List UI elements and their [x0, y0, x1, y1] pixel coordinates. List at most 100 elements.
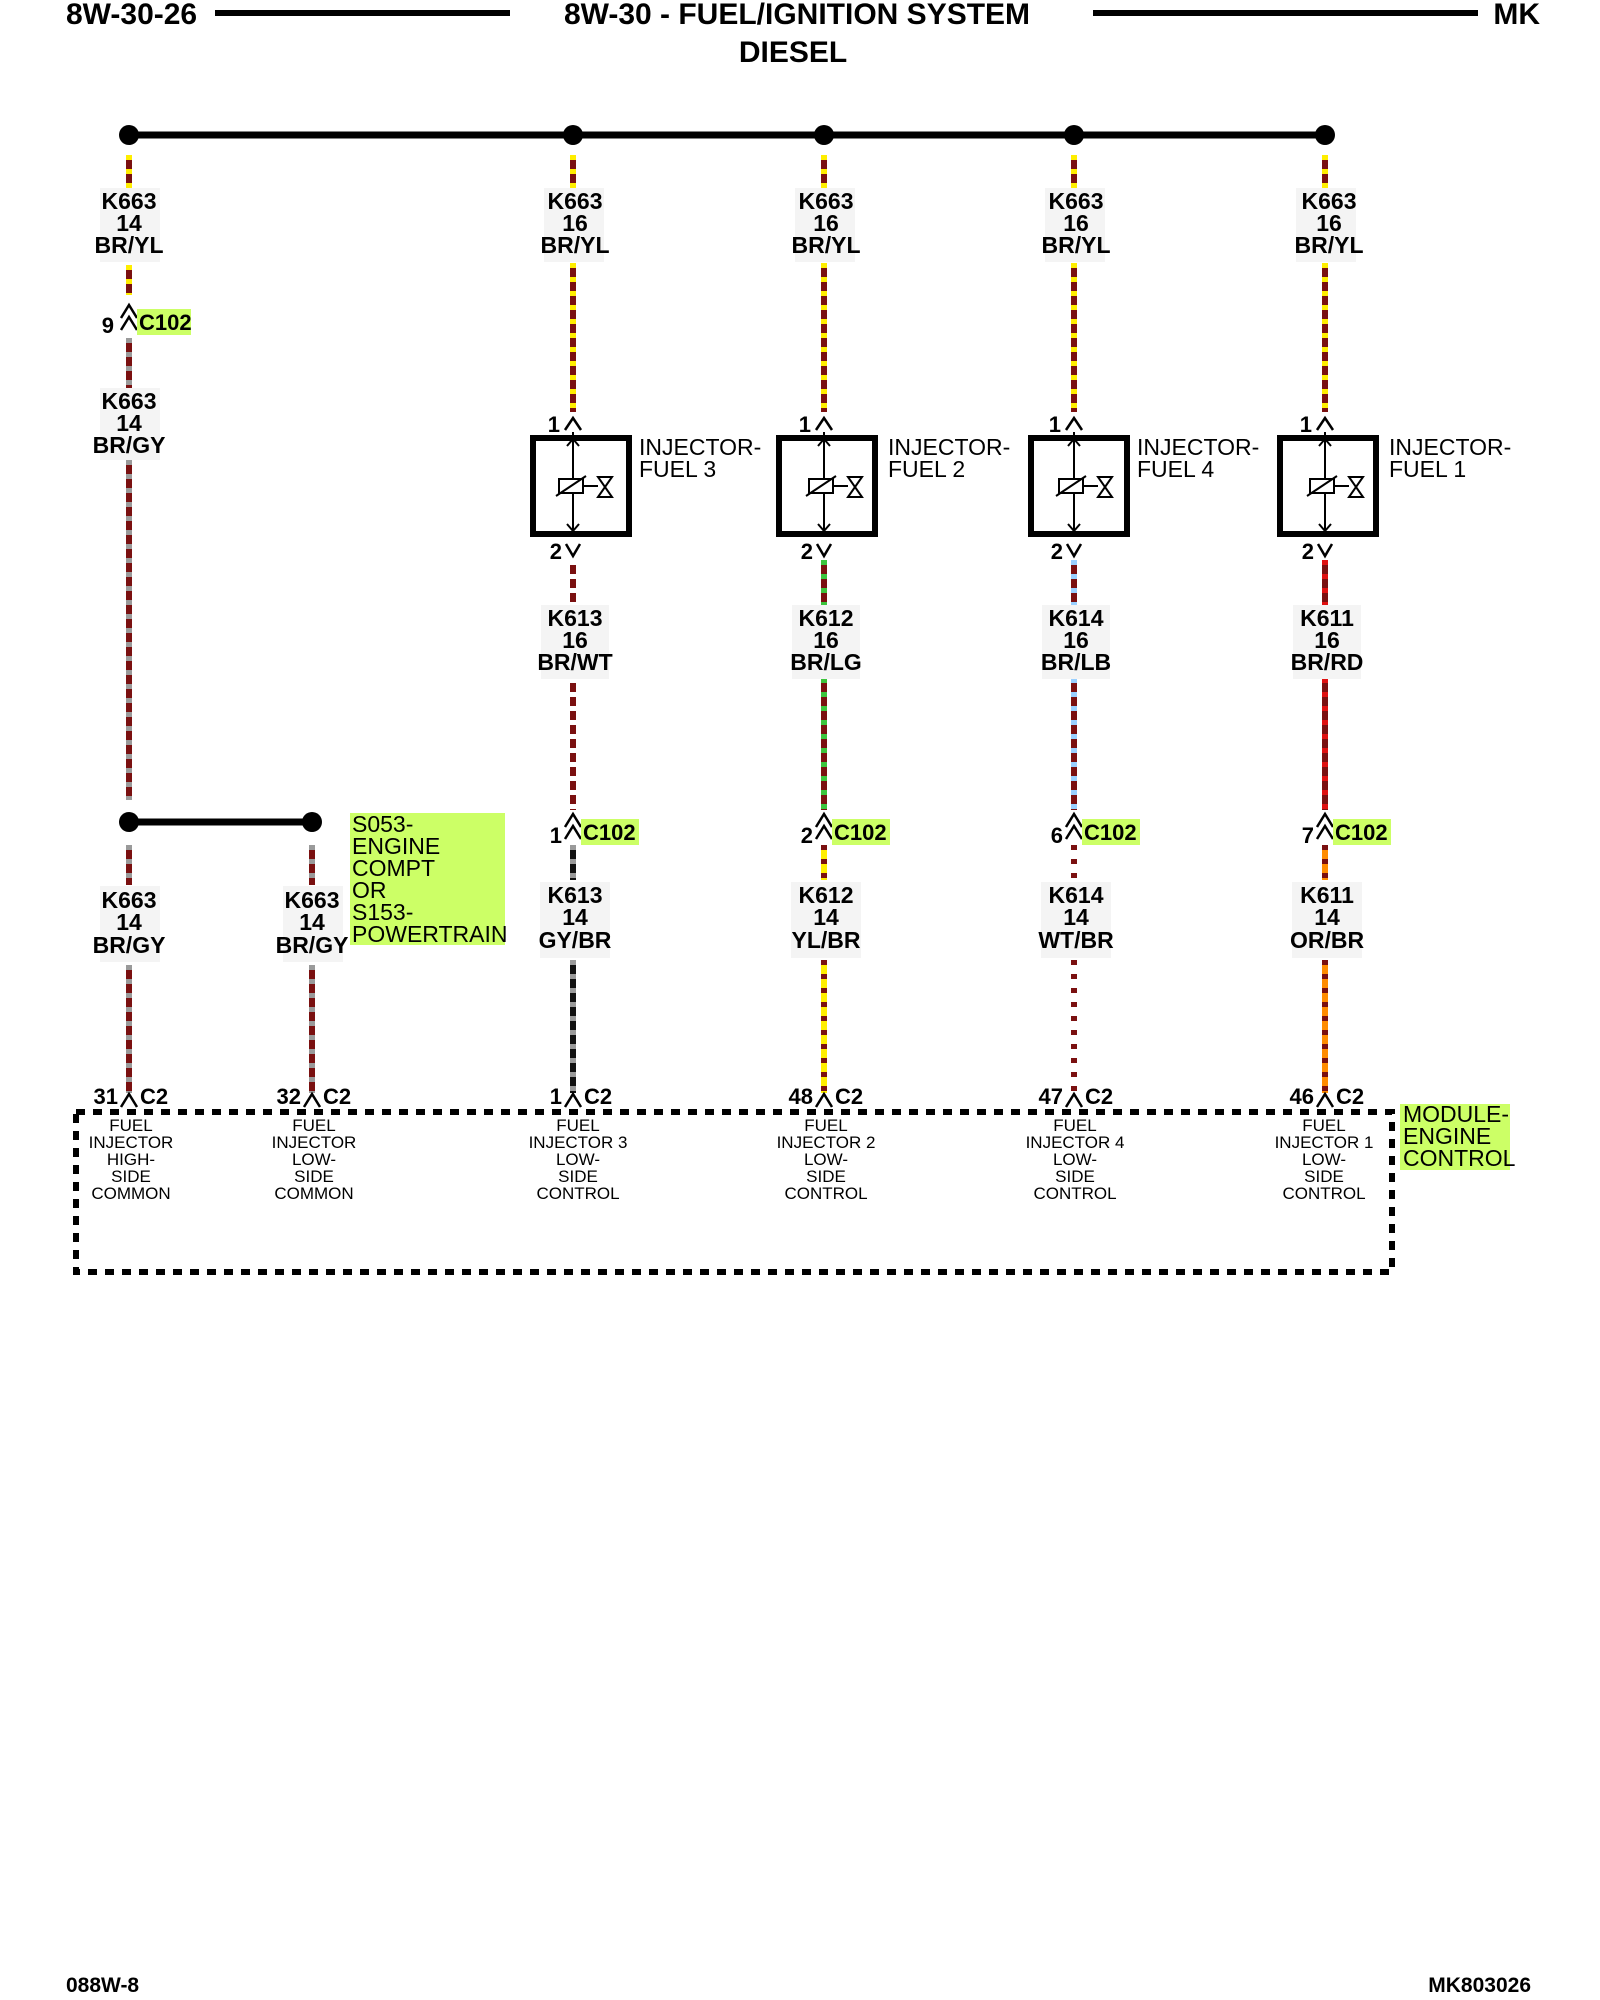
svg-text:OR/BR: OR/BR	[1290, 927, 1365, 953]
injector-fuel-3: 1 2 INJECTOR- FUEL 3	[530, 412, 761, 564]
svg-text:47: 47	[1039, 1084, 1063, 1109]
svg-text:14: 14	[116, 210, 142, 236]
wire-label-feed: K663 16 BR/YL	[1042, 188, 1111, 262]
wire-label-pcm: K613 14 GY/BR	[539, 882, 612, 958]
svg-text:1: 1	[799, 412, 811, 437]
svg-text:16: 16	[1314, 627, 1340, 653]
svg-text:1: 1	[1049, 412, 1061, 437]
svg-text:SIDE: SIDE	[806, 1167, 846, 1186]
diagram-title: 8W-30 - FUEL/IGNITION SYSTEM	[564, 0, 1030, 31]
connector-c102: 7 C102	[1302, 811, 1391, 848]
svg-text:OR: OR	[352, 877, 387, 903]
svg-text:SIDE: SIDE	[111, 1167, 151, 1186]
svg-text:INJECTOR-: INJECTOR-	[639, 434, 761, 460]
page-number: 8W-30-26	[66, 0, 197, 31]
module-label-line: MODULE-	[1403, 1101, 1509, 1127]
svg-text:FUEL: FUEL	[1302, 1116, 1345, 1135]
svg-text:2: 2	[550, 539, 562, 564]
svg-text:1: 1	[1300, 412, 1312, 437]
svg-text:INJECTOR 2: INJECTOR 2	[777, 1133, 876, 1152]
footer-right-code: MK803026	[1428, 1974, 1531, 1997]
svg-text:COMMON: COMMON	[91, 1184, 170, 1203]
svg-text:CONTROL: CONTROL	[1282, 1184, 1365, 1203]
svg-text:INJECTOR 3: INJECTOR 3	[529, 1133, 628, 1152]
svg-text:K614: K614	[1049, 605, 1104, 631]
svg-text:SIDE: SIDE	[558, 1167, 598, 1186]
wire-label-feed: K663 16 BR/YL	[1295, 188, 1364, 262]
svg-text:C2: C2	[1336, 1084, 1364, 1109]
svg-text:1: 1	[550, 1084, 562, 1109]
svg-text:K663: K663	[285, 887, 340, 913]
svg-text:FUEL 2: FUEL 2	[888, 456, 965, 482]
wire-label-k663-branch-a: K663 14 BR/GY	[93, 886, 165, 962]
solenoid-icon	[805, 475, 864, 498]
footer-left-code: 088W-8	[66, 1974, 139, 1997]
svg-text:K613: K613	[548, 605, 603, 631]
svg-text:INJECTOR: INJECTOR	[89, 1133, 174, 1152]
solenoid-icon	[555, 475, 614, 498]
injector-circuit-fuel-1: K663 16 BR/YL 1 2 INJECTOR- FUEL 1	[1275, 155, 1511, 1203]
injector-circuit-fuel-2: K663 16 BR/YL 1 2 INJECTOR- FUEL 2	[776, 155, 1010, 1203]
injector-fuel-4: 1 2 INJECTOR- FUEL 4	[1028, 412, 1259, 564]
svg-text:K663: K663	[799, 188, 854, 214]
svg-text:C2: C2	[584, 1084, 612, 1109]
svg-text:FUEL: FUEL	[292, 1116, 335, 1135]
svg-text:C2: C2	[323, 1084, 351, 1109]
svg-text:K614: K614	[1049, 882, 1104, 908]
svg-text:INJECTOR 4: INJECTOR 4	[1026, 1133, 1125, 1152]
svg-text:CONTROL: CONTROL	[536, 1184, 619, 1203]
svg-text:32: 32	[277, 1084, 301, 1109]
svg-text:HIGH-: HIGH-	[107, 1150, 155, 1169]
engine-control-module: MODULE- ENGINE CONTROL	[73, 1101, 1516, 1275]
svg-text:C2: C2	[1085, 1084, 1113, 1109]
splice-dot	[1064, 125, 1084, 145]
connector-c102: 2 C102	[801, 811, 890, 848]
svg-text:16: 16	[562, 627, 588, 653]
left-circuit: K663 14 BR/YL 9 C102 K663 14 BR/GY K663 …	[89, 155, 507, 1203]
svg-text:16: 16	[562, 210, 588, 236]
injector-box	[530, 435, 632, 537]
svg-text:S053-: S053-	[352, 811, 413, 837]
splice-dot	[119, 812, 139, 832]
splice-dot	[814, 125, 834, 145]
svg-text:BR/LG: BR/LG	[790, 649, 862, 675]
svg-text:16: 16	[813, 210, 839, 236]
svg-text:BR/LB: BR/LB	[1041, 649, 1111, 675]
injector-fuel-1: 1 2 INJECTOR- FUEL 1	[1277, 412, 1511, 564]
svg-text:6: 6	[1051, 823, 1063, 848]
splice-label: S053- ENGINE COMPT OR S153- POWERTRAIN	[350, 811, 507, 947]
svg-text:C102: C102	[139, 310, 192, 335]
svg-text:48: 48	[789, 1084, 813, 1109]
page-header: 8W-30-26 8W-30 - FUEL/IGNITION SYSTEM DI…	[66, 0, 1540, 69]
svg-text:14: 14	[116, 410, 142, 436]
svg-text:COMPT: COMPT	[352, 855, 435, 881]
svg-text:LOW-: LOW-	[1053, 1150, 1097, 1169]
wire-label-out: K614 16 BR/LB	[1041, 605, 1111, 679]
svg-text:C102: C102	[583, 820, 636, 845]
svg-text:BR/GY: BR/GY	[276, 932, 349, 958]
pcm-pin: 46 C2 FUEL INJECTOR 1 LOW- SIDE CONTROL	[1275, 1084, 1374, 1203]
top-bus	[119, 125, 1335, 145]
pcm-pin: 1 C2 FUEL INJECTOR 3 LOW- SIDE CONTROL	[529, 1084, 628, 1203]
splice-dot	[302, 812, 322, 832]
solenoid-icon	[1306, 475, 1365, 498]
svg-text:K663: K663	[1049, 188, 1104, 214]
svg-text:14: 14	[116, 909, 142, 935]
pcm-pin-31: 31 C2 FUEL INJECTOR HIGH- SIDE COMMON	[89, 1084, 174, 1203]
wire-label-pcm: K614 14 WT/BR	[1038, 882, 1114, 958]
splice-dot	[563, 125, 583, 145]
svg-text:BR/GY: BR/GY	[93, 432, 166, 458]
svg-text:2: 2	[1302, 539, 1314, 564]
svg-text:SIDE: SIDE	[1304, 1167, 1344, 1186]
svg-text:BR/RD: BR/RD	[1291, 649, 1364, 675]
svg-text:K611: K611	[1300, 882, 1354, 908]
wire-label-k663-mid: K663 14 BR/GY	[93, 388, 166, 460]
wire-label-out: K613 16 BR/WT	[537, 605, 613, 679]
svg-text:C102: C102	[1084, 820, 1137, 845]
svg-text:YL/BR: YL/BR	[792, 927, 861, 953]
svg-text:CONTROL: CONTROL	[1033, 1184, 1116, 1203]
wire-label-k663-top: K663 14 BR/YL	[95, 188, 164, 262]
svg-text:K663: K663	[548, 188, 603, 214]
svg-text:14: 14	[1314, 904, 1340, 930]
wire-label-pcm: K611 14 OR/BR	[1290, 882, 1365, 958]
